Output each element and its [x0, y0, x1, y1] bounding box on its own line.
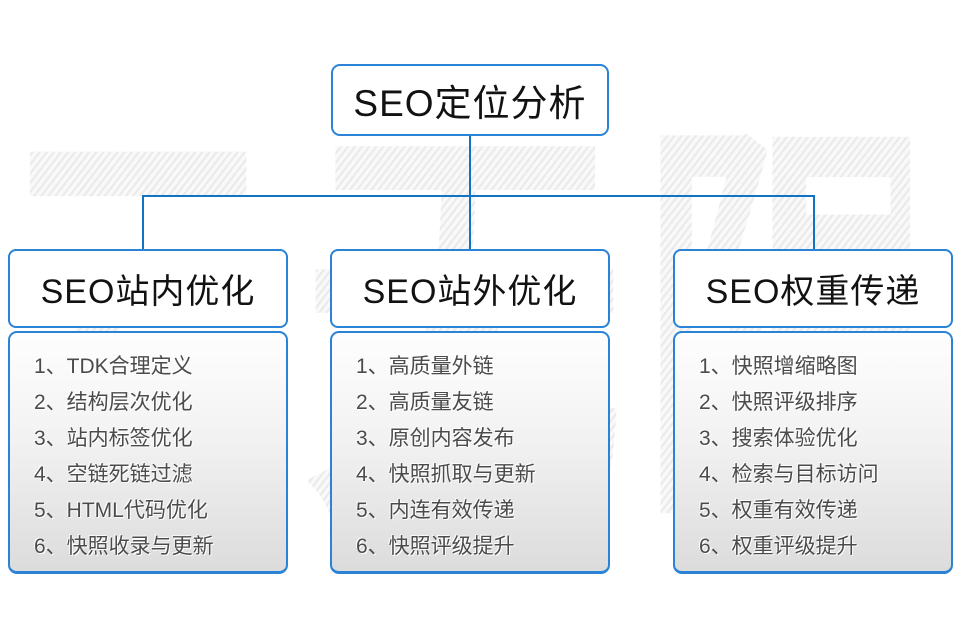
branch-panel-onsite: 1、TDK合理定义 2、结构层次优化 3、站内标签优化 4、空链死链过滤 5、H…	[8, 331, 288, 574]
list-item: 6、快照评级提升	[356, 535, 515, 558]
branch-panel-offsite: 1、高质量外链 2、高质量友链 3、原创内容发布 4、快照抓取与更新 5、内连有…	[330, 331, 610, 574]
list-item: 4、快照抓取与更新	[356, 463, 536, 486]
branch-node-weight: SEO权重传递	[673, 249, 953, 328]
list-item: 5、权重有效传递	[699, 499, 858, 522]
branch-title: SEO站内优化	[40, 273, 256, 311]
list-item: 3、站内标签优化	[34, 427, 193, 450]
root-node: SEO定位分析	[331, 64, 609, 136]
item-list: 1、TDK合理定义 2、结构层次优化 3、站内标签优化 4、空链死链过滤 5、H…	[34, 349, 286, 565]
list-item: 2、结构层次优化	[34, 391, 193, 414]
list-item: 3、搜索体验优化	[699, 427, 858, 450]
list-item: 4、检索与目标访问	[699, 463, 879, 486]
list-item: 1、TDK合理定义	[34, 355, 193, 378]
root-node-title: SEO定位分析	[353, 83, 587, 124]
branch-title: SEO站外优化	[362, 273, 578, 311]
list-item: 6、权重评级提升	[699, 535, 858, 558]
list-item: 1、高质量外链	[356, 355, 494, 378]
branch-node-offsite: SEO站外优化	[330, 249, 610, 328]
connector-root-stem	[469, 136, 471, 196]
connector-horizontal	[142, 195, 815, 197]
list-item: 4、空链死链过滤	[34, 463, 193, 486]
connector-drop-left	[142, 197, 144, 250]
connector-drop-right	[813, 197, 815, 250]
list-item: 1、快照增缩略图	[699, 355, 858, 378]
item-list: 1、快照增缩略图 2、快照评级排序 3、搜索体验优化 4、检索与目标访问 5、权…	[699, 349, 951, 565]
branch-title: SEO权重传递	[705, 273, 921, 311]
list-item: 2、高质量友链	[356, 391, 494, 414]
list-item: 6、快照收录与更新	[34, 535, 214, 558]
connector-drop-middle	[469, 197, 471, 250]
branch-node-onsite: SEO站内优化	[8, 249, 288, 328]
item-list: 1、高质量外链 2、高质量友链 3、原创内容发布 4、快照抓取与更新 5、内连有…	[356, 349, 608, 565]
list-item: 3、原创内容发布	[356, 427, 515, 450]
list-item: 5、内连有效传递	[356, 499, 515, 522]
list-item: 5、HTML代码优化	[34, 499, 208, 522]
list-item: 2、快照评级排序	[699, 391, 858, 414]
branch-panel-weight: 1、快照增缩略图 2、快照评级排序 3、搜索体验优化 4、检索与目标访问 5、权…	[673, 331, 953, 574]
